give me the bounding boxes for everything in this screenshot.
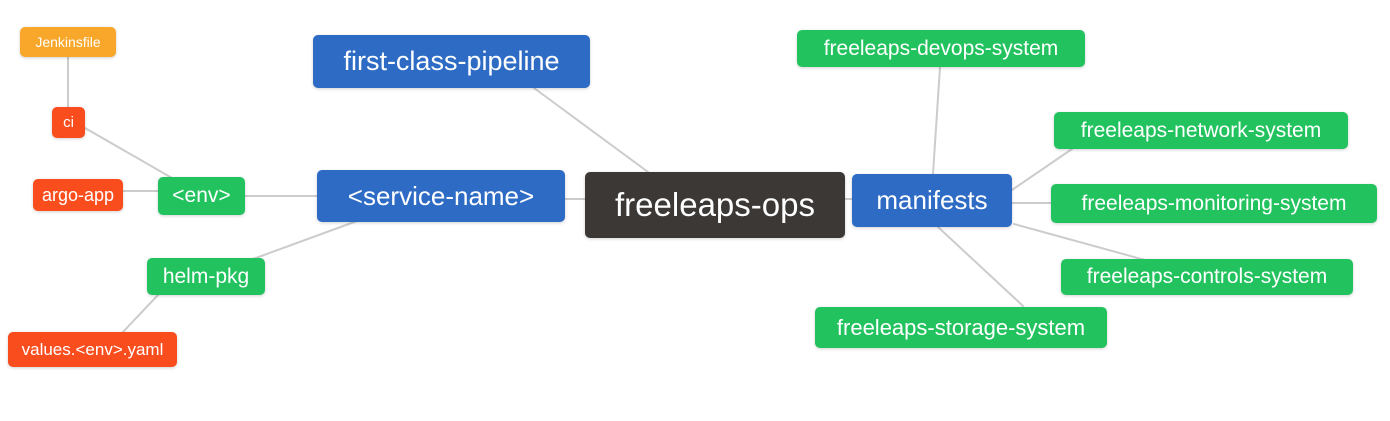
edge-manifests-devops bbox=[932, 66, 941, 175]
node-env[interactable]: <env> bbox=[158, 177, 245, 215]
edge-pipeline-ops bbox=[533, 87, 649, 173]
node-freeleaps-monitoring-system[interactable]: freeleaps-monitoring-system bbox=[1051, 184, 1377, 223]
edge-manifests-network bbox=[1011, 148, 1073, 191]
node-freeleaps-ops[interactable]: freeleaps-ops bbox=[585, 172, 845, 238]
node-service-name[interactable]: <service-name> bbox=[317, 170, 565, 222]
node-freeleaps-network-system[interactable]: freeleaps-network-system bbox=[1054, 112, 1348, 149]
node-freeleaps-storage-system[interactable]: freeleaps-storage-system bbox=[815, 307, 1107, 348]
edge-manifests-controls bbox=[1013, 223, 1146, 261]
edge-helm-pkg-values bbox=[121, 294, 159, 334]
node-freeleaps-devops-system[interactable]: freeleaps-devops-system bbox=[797, 30, 1085, 67]
node-manifests[interactable]: manifests bbox=[852, 174, 1012, 227]
edge-service-name-helm-pkg bbox=[252, 220, 358, 260]
node-first-class-pipeline[interactable]: first-class-pipeline bbox=[313, 35, 590, 88]
node-values-env-yaml[interactable]: values.<env>.yaml bbox=[8, 332, 177, 367]
node-jenkinsfile[interactable]: Jenkinsfile bbox=[20, 27, 116, 57]
node-ci[interactable]: ci bbox=[52, 107, 85, 138]
edge-ci-env bbox=[84, 127, 173, 179]
node-helm-pkg[interactable]: helm-pkg bbox=[147, 258, 265, 295]
node-freeleaps-controls-system[interactable]: freeleaps-controls-system bbox=[1061, 259, 1353, 295]
node-argo-app[interactable]: argo-app bbox=[33, 179, 123, 211]
edge-manifests-storage bbox=[937, 226, 1024, 307]
